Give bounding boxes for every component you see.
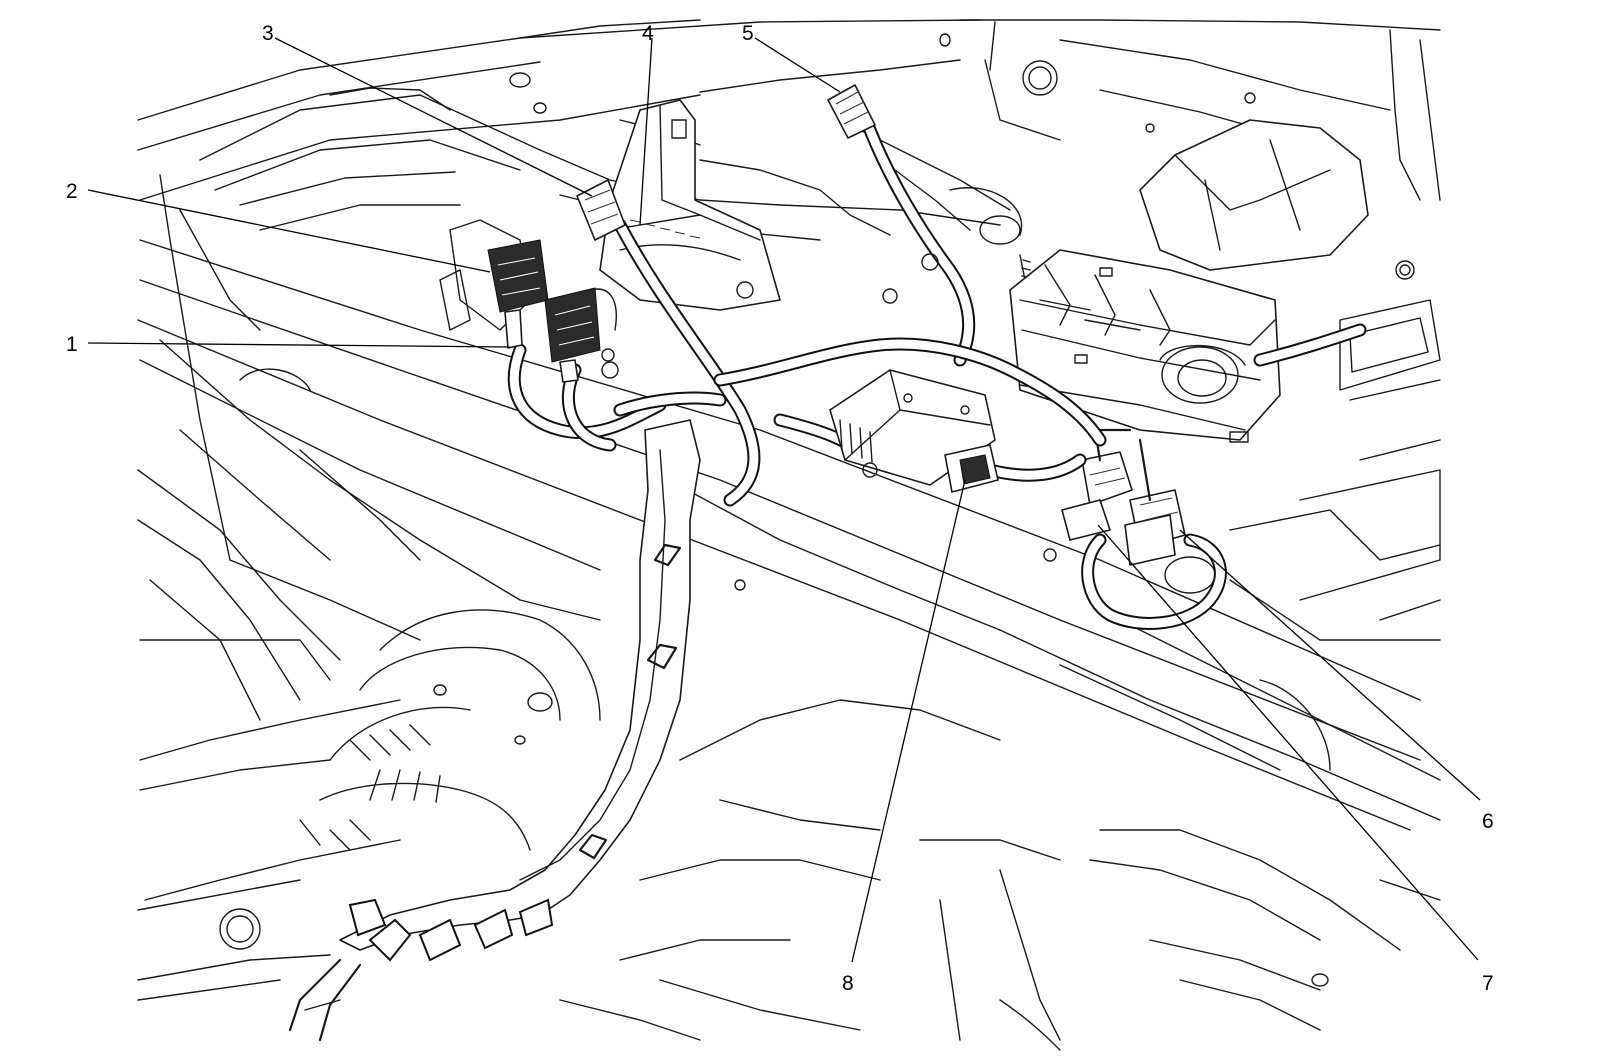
connectors: [487, 84, 999, 493]
leader-3: [274, 37, 593, 197]
callout-2: 2: [66, 180, 78, 203]
leader-5: [754, 37, 841, 93]
center-console-module: [1009, 119, 1369, 566]
sensor-bracket: [439, 99, 781, 379]
callout-5: 5: [742, 22, 754, 45]
callout-7: 7: [1482, 972, 1494, 995]
callout-6: 6: [1482, 810, 1494, 833]
leader-6: [1179, 529, 1481, 801]
leader-1: [87, 342, 511, 348]
callout-4: 4: [642, 22, 654, 45]
floor-pan-structure: [137, 19, 1441, 1051]
leader-7: [1097, 524, 1479, 961]
leader-8: [851, 479, 966, 963]
callout-1: 1: [66, 333, 78, 356]
leader-lines: [87, 37, 1481, 963]
leader-2: [87, 189, 491, 273]
callout-8: 8: [842, 972, 854, 995]
leader-4: [639, 37, 653, 226]
callout-3: 3: [262, 22, 274, 45]
callout-labels: 1 2 3 4 5 6 7 8: [66, 22, 1494, 995]
